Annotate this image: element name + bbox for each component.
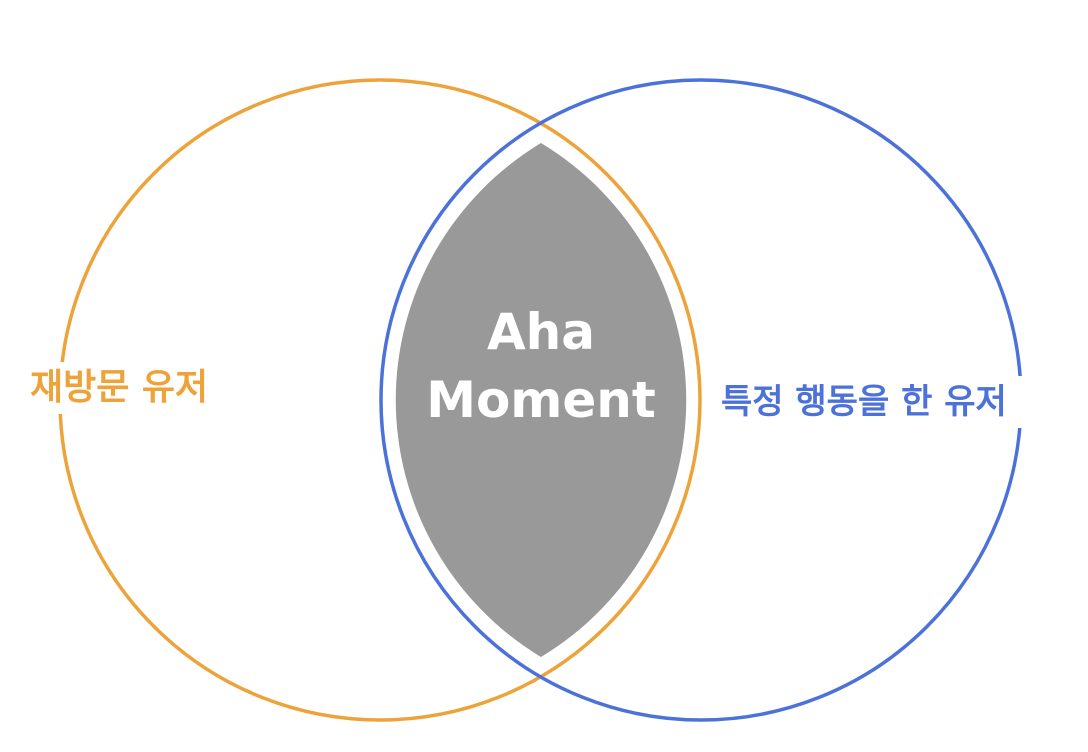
- intersection-label-line2: Moment: [426, 371, 656, 429]
- intersection-lens: [395, 143, 687, 657]
- right-set-label: 특정 행동을 한 유저: [721, 376, 1066, 428]
- intersection-label: Aha Moment: [400, 298, 682, 434]
- intersection-label-line1: Aha: [486, 303, 596, 361]
- left-set-label: 재방문 유저: [30, 362, 240, 414]
